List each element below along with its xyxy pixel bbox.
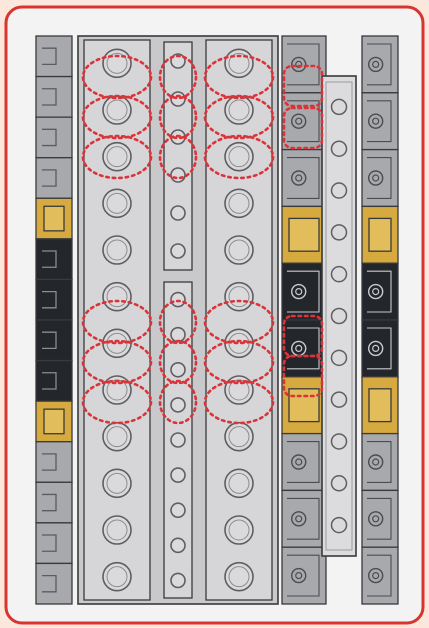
left-connector-segment — [36, 36, 72, 77]
overlay-beam-hole — [332, 309, 347, 324]
beam-hole — [171, 293, 185, 307]
left-connector-segment — [36, 320, 72, 361]
yellow-connector-face — [44, 206, 64, 231]
left-connector-segment — [36, 442, 72, 483]
beam-hole — [171, 398, 185, 412]
main-plate — [78, 36, 278, 604]
overlay-beam-hole — [332, 434, 347, 449]
left-connector-segment — [36, 279, 72, 320]
left-hole-column — [84, 40, 150, 600]
overlay-beam — [322, 76, 356, 556]
beam-hole — [171, 168, 185, 182]
beam-hole — [171, 206, 185, 220]
yellow-connector-face — [369, 218, 391, 251]
overlay-beam-hole — [332, 99, 347, 114]
left-connector-segment — [36, 361, 72, 402]
overlay-beam-hole — [332, 392, 347, 407]
overlay-beam-hole — [332, 225, 347, 240]
overlay-beam-hole — [332, 267, 347, 282]
left-connector-segment — [36, 77, 72, 118]
left-connector-segment — [36, 117, 72, 158]
left-connector-column — [36, 36, 72, 604]
overlay-beam-hole — [332, 518, 347, 533]
overlay-beam-hole — [332, 476, 347, 491]
yellow-connector-face — [369, 389, 391, 422]
beam-hole — [171, 468, 185, 482]
left-connector-segment — [36, 239, 72, 280]
overlay-beam-hole — [332, 141, 347, 156]
left-connector-segment — [36, 158, 72, 199]
center-strip-top-body — [164, 42, 192, 270]
beam-hole — [171, 433, 185, 447]
yellow-connector-face — [289, 218, 319, 251]
center-strip-bottom — [164, 282, 192, 598]
yellow-connector-face — [44, 409, 64, 434]
beam-hole — [171, 363, 185, 377]
beam-hole — [171, 328, 185, 342]
left-connector-segment — [36, 523, 72, 564]
right-hole-column — [206, 40, 272, 600]
yellow-connector-face — [289, 389, 319, 422]
beam-hole — [171, 538, 185, 552]
overlay-beam-hole — [332, 350, 347, 365]
beam-hole — [171, 244, 185, 258]
left-connector-segment — [36, 482, 72, 523]
beam-hole — [171, 573, 185, 587]
overlay-beam-hole — [332, 183, 347, 198]
beam-hole — [171, 503, 185, 517]
center-strip-top — [164, 42, 192, 270]
left-connector-segment — [36, 563, 72, 604]
beam-hole — [171, 92, 185, 106]
